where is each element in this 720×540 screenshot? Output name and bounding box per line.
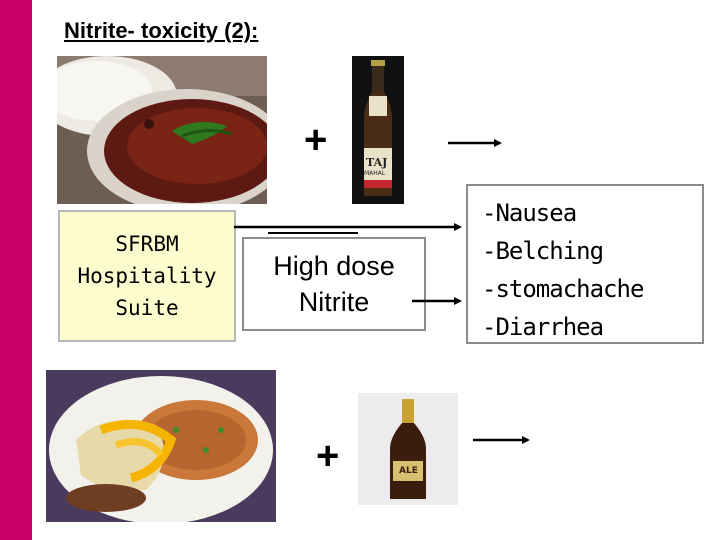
beer-top-label: TAJ <box>366 156 388 169</box>
curry-illustration <box>57 56 267 204</box>
symptom-diarrhea: -Diarrhea <box>482 313 604 341</box>
high-dose-nitrite-box: High dose Nitrite <box>242 237 426 331</box>
ale-beer-photo: ALE <box>358 393 458 505</box>
symptom-belching: -Belching <box>482 237 604 265</box>
beer-bottle-illustration <box>352 56 404 204</box>
accent-bar <box>0 0 32 540</box>
dose-line-1: High dose <box>273 251 395 281</box>
beer-bottom-label: ALE <box>399 466 418 476</box>
sfrbm-hospitality-suite-box: SFRBM Hospitality Suite <box>58 210 236 342</box>
suite-line-3: Suite <box>115 296 179 320</box>
suite-line-2: Hospitality <box>77 264 217 288</box>
taj-mahal-beer-photo: TAJ MAHAL <box>352 56 404 204</box>
suite-line-1: SFRBM <box>115 232 179 256</box>
symptom-nausea: -Nausea <box>482 199 577 227</box>
curry-photo <box>57 56 267 204</box>
slide-title: Nitrite- toxicity (2): <box>64 18 259 43</box>
plus-sign-bottom: + <box>316 434 340 478</box>
dose-line-2: Nitrite <box>298 287 370 317</box>
plus-sign-top: + <box>304 118 328 162</box>
beer-top-sub-label: MAHAL <box>364 170 386 177</box>
symptoms-box: -Nausea -Belching -stomachache -Diarrhea <box>466 184 704 344</box>
mexican-plate-photo <box>46 370 276 522</box>
symptom-stomachache: -stomachache <box>482 275 644 303</box>
ale-bottle-illustration <box>358 393 458 505</box>
mexican-plate-illustration <box>46 370 276 522</box>
